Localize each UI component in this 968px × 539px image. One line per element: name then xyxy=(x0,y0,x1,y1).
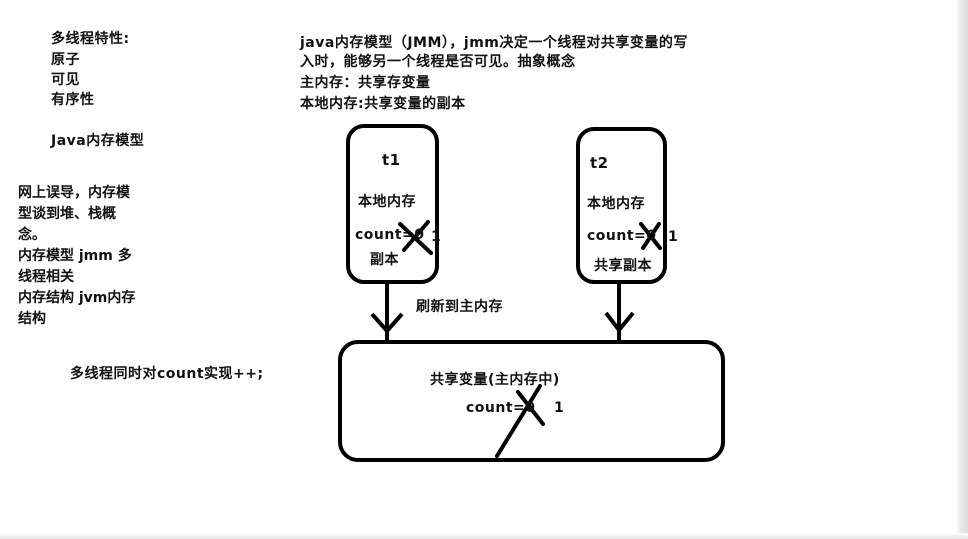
local-memory-definition: 本地内存:共享变量的副本 xyxy=(300,96,466,112)
thread-t1-name: t1 xyxy=(382,151,401,169)
thread-features-title: 多线程特性: xyxy=(51,31,130,47)
thread-t2-copy-label: 共享副本 xyxy=(594,258,652,274)
thread-t2-count: count=0 xyxy=(587,228,657,244)
thread-t1-new-value: 1 xyxy=(431,229,442,245)
thread-t2-name: t2 xyxy=(590,154,609,172)
main-memory-box xyxy=(338,340,725,462)
arrowhead-t1 xyxy=(370,312,404,335)
main-memory-count: count=0 xyxy=(466,400,536,416)
note-line: 型谈到堆、栈概 xyxy=(18,206,116,222)
flush-to-main-memory-label: 刷新到主内存 xyxy=(416,299,503,315)
thread-t1-local-memory-label: 本地内存 xyxy=(358,194,416,210)
main-memory-new-value: 1 xyxy=(554,400,565,416)
note-line: 念。 xyxy=(18,227,46,243)
main-memory-label: 共享变量(主内存中) xyxy=(430,372,560,388)
jmm-description-line: 入时，能够另一个线程是否可见。抽象概念 xyxy=(300,54,576,70)
note-line: 内存结构 jvm内存 xyxy=(18,290,136,306)
thread-t2-new-value: 1 xyxy=(668,229,679,245)
java-memory-model-heading: Java内存模型 xyxy=(51,133,145,149)
feature-atomicity: 原子 xyxy=(51,52,80,68)
feature-visibility: 可见 xyxy=(51,72,80,88)
canvas-edge xyxy=(0,533,968,539)
note-line: 线程相关 xyxy=(18,269,74,285)
thread-t1-count: count=0 xyxy=(355,227,425,243)
note-line: 结构 xyxy=(18,311,46,327)
cross-mark-main xyxy=(495,384,545,458)
cross-mark-t1 xyxy=(398,220,433,255)
main-memory-definition: 主内存：共享存变量 xyxy=(300,75,431,91)
note-line: 内存模型 jmm 多 xyxy=(18,248,132,264)
jmm-description-line: java内存模型（JMM），jmm决定一个线程对共享变量的写 xyxy=(300,35,688,51)
note-line: 网上误导，内存模 xyxy=(18,185,130,201)
thread-t1-box xyxy=(346,124,439,284)
concurrent-increment-note: 多线程同时对count实现++; xyxy=(70,366,264,382)
thread-t2-box xyxy=(576,127,667,284)
feature-ordering: 有序性 xyxy=(51,92,95,108)
arrowhead-t2 xyxy=(604,311,635,334)
misconception-note: 网上误导，内存模 型谈到堆、栈概 念。 内存模型 jmm 多 线程相关 内存结构… xyxy=(18,183,168,330)
thread-t1-copy-label: 副本 xyxy=(370,252,399,268)
canvas-edge xyxy=(956,0,968,539)
thread-t2-local-memory-label: 本地内存 xyxy=(587,196,645,212)
cross-mark-t2 xyxy=(639,222,662,250)
